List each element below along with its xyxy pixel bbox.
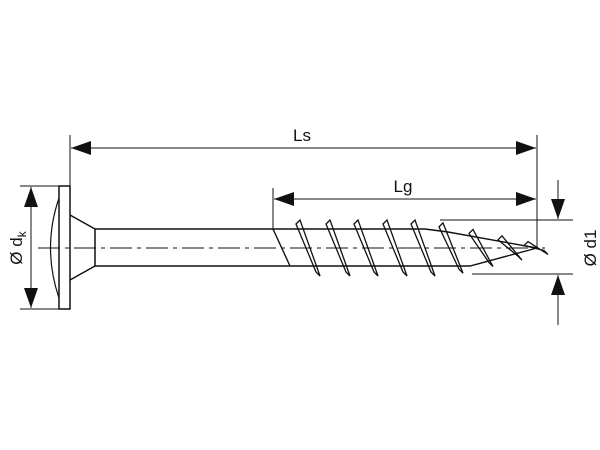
thread-flank: [497, 234, 523, 261]
label-dk-subscript: k: [15, 230, 29, 237]
thread-flank: [468, 228, 494, 267]
screw-shank: [95, 228, 290, 267]
thread-flank: [295, 218, 321, 277]
thread-flank: [438, 221, 464, 274]
thread-flank: [382, 218, 408, 277]
thread-flank: [353, 218, 379, 277]
dimension-d1: Ø d1: [440, 180, 600, 325]
thread-flank: [410, 218, 436, 277]
dimension-ls: Ls: [69, 126, 538, 248]
thread-flank: [522, 240, 549, 255]
label-lg: Lg: [394, 177, 413, 196]
dimension-lg: Lg: [272, 177, 536, 230]
label-ls: Ls: [293, 126, 311, 145]
dimension-dk: Ø dk: [7, 185, 59, 310]
label-dk: Ø dk: [7, 230, 29, 264]
thread-flank: [325, 218, 351, 277]
label-d1: Ø d1: [581, 230, 600, 267]
screw-head: [49, 185, 96, 310]
label-dk-main: Ø d: [7, 237, 26, 264]
